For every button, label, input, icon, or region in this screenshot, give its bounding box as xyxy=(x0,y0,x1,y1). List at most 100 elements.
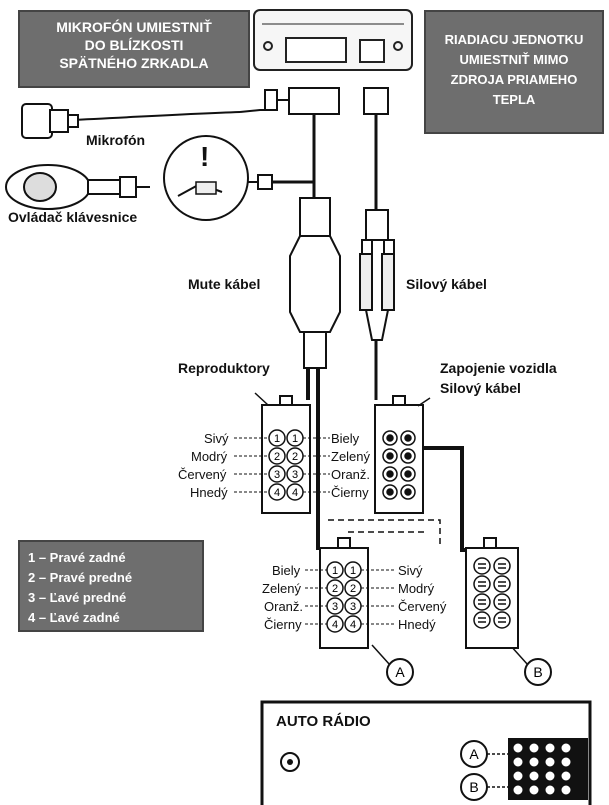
radio-pins xyxy=(512,742,572,796)
lower-pin-label-left: Čierny xyxy=(264,617,302,632)
vehicle-connection-line: Zapojenie vozidla xyxy=(440,360,557,376)
radio-pin xyxy=(528,742,540,754)
power-pin-mark xyxy=(478,599,486,605)
cables xyxy=(69,87,389,210)
pin-number: 3 xyxy=(274,469,280,481)
pin-number: 1 xyxy=(274,433,280,445)
radio-pin xyxy=(512,784,524,796)
mute-cable-label: Mute kábel xyxy=(188,276,261,292)
pin-number: 4 xyxy=(274,487,280,499)
pin-number: 1 xyxy=(350,565,356,577)
power-pin xyxy=(473,611,491,629)
keypad-label: Ovládač klávesnice xyxy=(8,209,138,225)
pin-number: 2 xyxy=(292,451,298,463)
lower-pin-label-right: Modrý xyxy=(398,581,435,596)
marker-b-label: B xyxy=(533,664,542,680)
pin-number: 3 xyxy=(350,601,356,613)
vehicle-connection-line: Silový kábel xyxy=(440,380,521,396)
control-unit-note-line: TEPLA xyxy=(492,92,536,107)
power-pin-mark xyxy=(478,617,486,623)
control-unit-note-line: UMIESTNIŤ MIMO xyxy=(459,52,569,67)
pin-number: 3 xyxy=(292,469,298,481)
vehicle-pin-dot xyxy=(404,452,412,460)
vehicle-pin-dot xyxy=(404,488,412,496)
microphone-note-line: DO BLÍZKOSTI xyxy=(84,37,184,53)
control-unit-note-line: ZDROJA PRIAMEHO xyxy=(450,72,578,87)
speaker-pin-label-left: Hnedý xyxy=(190,485,228,500)
speakers-label: Reproduktory xyxy=(178,360,270,376)
power-pin xyxy=(493,557,511,575)
pin-number: 4 xyxy=(350,619,356,631)
power-pin-mark xyxy=(498,563,506,569)
power-pin xyxy=(473,593,491,611)
vehicle-pin-dot xyxy=(386,452,394,460)
power-pin xyxy=(493,611,511,629)
pin-number: 1 xyxy=(332,565,338,577)
radio-pin xyxy=(528,784,540,796)
control-unit xyxy=(253,9,413,71)
pin-number: 4 xyxy=(292,487,298,499)
radio-pin xyxy=(560,742,572,754)
control-unit-note-line: RIADIACU JEDNOTKU xyxy=(444,32,584,47)
svg-text:!: ! xyxy=(200,141,209,172)
power-pin-mark xyxy=(478,581,486,587)
speaker-pin-label-left: Sivý xyxy=(204,431,229,446)
vehicle-pin-dot xyxy=(404,434,412,442)
radio-pin xyxy=(512,742,524,754)
lower-connector-a xyxy=(319,537,369,649)
pin-number: 4 xyxy=(332,619,338,631)
lower-pin-label-right: Sivý xyxy=(398,563,423,578)
pin-number: 2 xyxy=(274,451,280,463)
lower-connector-b xyxy=(465,537,519,649)
radio-pin xyxy=(560,784,572,796)
pin-number-circle xyxy=(268,465,286,483)
power-pin-mark xyxy=(478,563,486,569)
microphone-note: MIKROFÓN UMIESTNIŤ DO BLÍZKOSTI SPÄTNÉHO… xyxy=(18,10,250,88)
pin-legend: 1 – Pravé zadné 2 – Pravé predné 3 – Ľav… xyxy=(18,540,204,632)
lower-pin-label-right: Červený xyxy=(398,599,447,614)
microphone-device xyxy=(21,103,79,139)
marker-a xyxy=(386,658,414,686)
vehicle-pin-dot xyxy=(386,434,394,442)
speaker-pin-label-left: Červený xyxy=(178,467,227,482)
microphone-note-line: MIKROFÓN UMIESTNIŤ xyxy=(56,19,212,35)
power-pin xyxy=(493,593,511,611)
power-cable-body xyxy=(359,209,395,400)
radio-marker-b-label: B xyxy=(469,779,478,795)
radio-pin xyxy=(512,770,524,782)
pin-number-circle xyxy=(268,429,286,447)
power-pin xyxy=(473,557,491,575)
pin-number-circle xyxy=(268,483,286,501)
marker-a-label: A xyxy=(395,664,405,680)
pin-number: 3 xyxy=(332,601,338,613)
legend-item: 4 – Ľavé zadné xyxy=(28,610,120,625)
power-pin-mark xyxy=(498,617,506,623)
speaker-pin-label-right: Oranž. xyxy=(331,467,371,482)
legend-item: 3 – Ľavé predné xyxy=(28,590,127,605)
power-pin xyxy=(473,575,491,593)
control-unit-note: RIADIACU JEDNOTKU UMIESTNIŤ MIMO ZDROJA … xyxy=(424,10,604,134)
radio-pin xyxy=(544,784,556,796)
lower-pin-label-left: Biely xyxy=(272,563,301,578)
legend-item: 2 – Pravé predné xyxy=(28,570,133,585)
speaker-pin-label-left: Modrý xyxy=(191,449,228,464)
radio-pin xyxy=(544,742,556,754)
keypad-device xyxy=(5,164,150,210)
lower-pin-label-left: Oranž. xyxy=(264,599,304,614)
radio-pin xyxy=(544,770,556,782)
power-pin-mark xyxy=(498,599,506,605)
vehicle-pin-dot xyxy=(404,470,412,478)
lower-pin-label-left: Zelený xyxy=(262,581,302,596)
radio-pin xyxy=(560,770,572,782)
pin-number: 2 xyxy=(350,583,356,595)
radio-pin xyxy=(560,756,572,768)
microphone-note-line: SPÄTNÉHO ZRKADLA xyxy=(59,55,209,71)
radio-pin xyxy=(512,756,524,768)
radio-pin xyxy=(528,756,540,768)
speaker-pin-label-right: Biely xyxy=(331,431,360,446)
legend-item: 1 – Pravé zadné xyxy=(28,550,126,565)
mute-cable-body xyxy=(289,197,341,369)
radio-pin xyxy=(544,756,556,768)
